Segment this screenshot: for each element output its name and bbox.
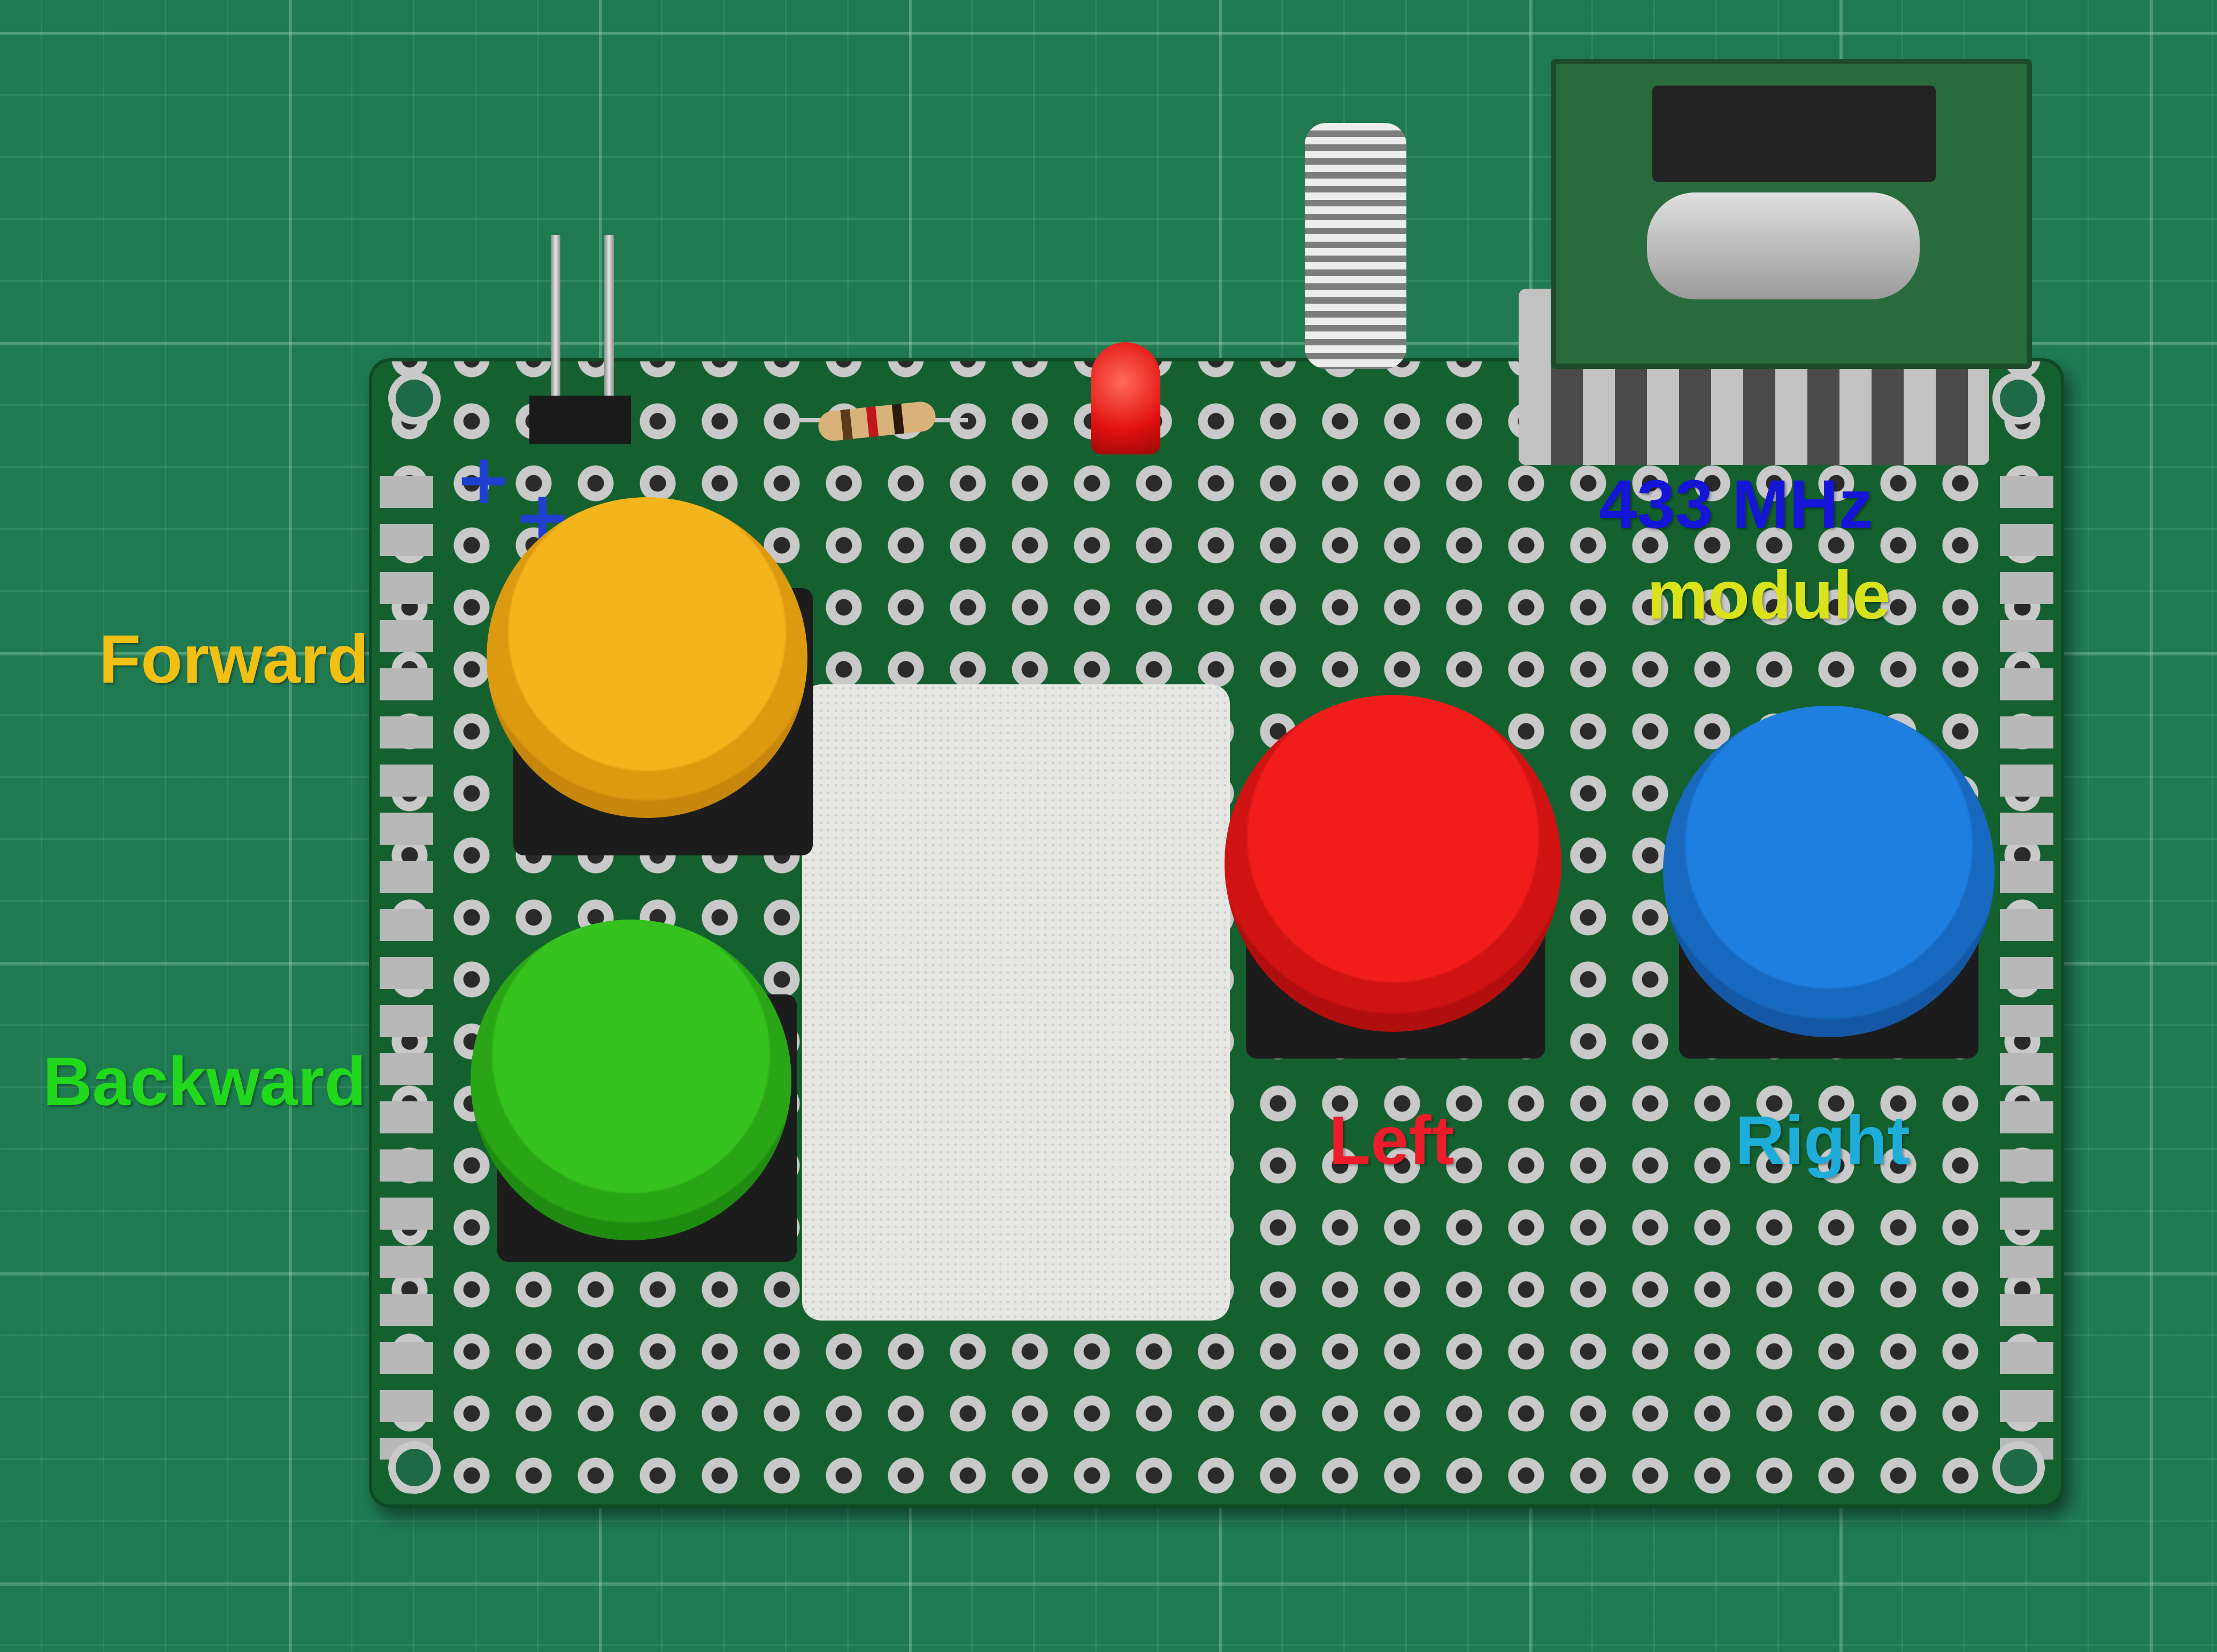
rf-module-crystal: [1647, 192, 1920, 299]
antenna-coil: [1305, 123, 1406, 369]
pin-header-pin: [604, 235, 614, 428]
right-button[interactable]: [1663, 706, 1995, 1037]
mount-hole-top-left: [396, 380, 433, 417]
forward-label: Forward: [99, 621, 369, 698]
perfboard-edge-pads-right: [2000, 476, 2053, 1460]
resistor-lead: [930, 418, 968, 422]
left-label: Left: [1329, 1102, 1454, 1179]
pin-header-pin: [551, 235, 560, 428]
board-plus-mark: +: [455, 438, 513, 520]
forward-button[interactable]: [487, 497, 807, 818]
perfboard-edge-pads-left: [380, 476, 433, 1460]
resistor-lead: [791, 418, 823, 422]
left-button[interactable]: [1225, 695, 1561, 1032]
module-label-frequency: 433 MHz: [1599, 466, 1873, 543]
backward-button[interactable]: [471, 920, 791, 1240]
right-label: Right: [1735, 1102, 1910, 1179]
pin-header-base: [529, 396, 631, 444]
mount-hole-bottom-left: [396, 1449, 433, 1486]
mount-hole-bottom-right: [2000, 1449, 2037, 1486]
rf-module-chip: [1652, 86, 1936, 182]
module-label-module: module: [1647, 557, 1891, 634]
velcro-pad: [802, 684, 1230, 1321]
backward-label: Backward: [43, 1044, 366, 1120]
red-led: [1091, 342, 1160, 454]
mount-hole-top-right: [2000, 380, 2037, 417]
